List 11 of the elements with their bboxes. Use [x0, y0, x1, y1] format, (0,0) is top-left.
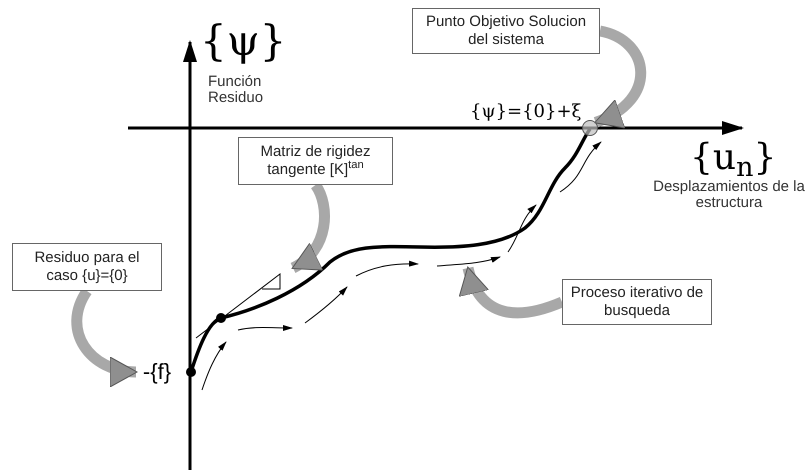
callout-box: Residuo para el caso {u}={0}	[12, 243, 162, 291]
axis-label: {u$_{n}$}	[690, 140, 776, 176]
callout-box: Proceso iterativo de busqueda	[562, 279, 712, 325]
axis-label: Función Residuo	[208, 74, 264, 106]
axis-label: Desplazamientos de la estructura	[652, 179, 806, 211]
axis-label: {ψ}	[200, 20, 286, 62]
residual-value: -{f}	[136, 358, 178, 386]
axis-label: {ψ}={0}+ξ	[470, 103, 582, 121]
callout-box: Punto Objetivo Solucion del sistema	[412, 8, 600, 54]
callout-box: Matriz de rigidez tangente [K]$^{tan}$	[238, 137, 393, 185]
curved-callout-arrow	[460, 266, 564, 318]
